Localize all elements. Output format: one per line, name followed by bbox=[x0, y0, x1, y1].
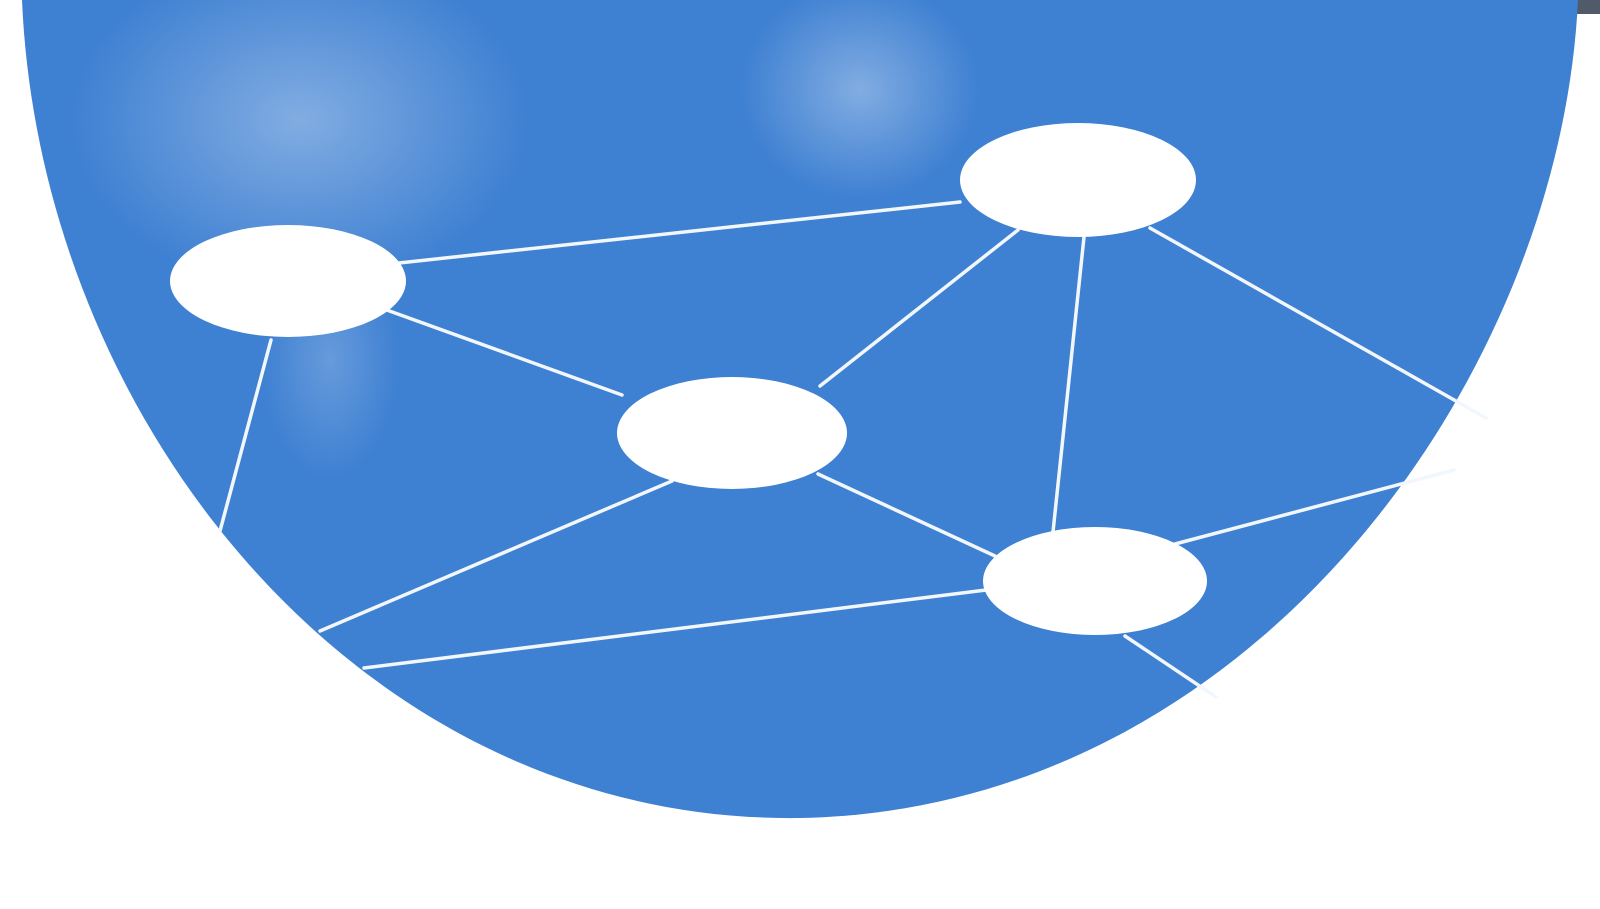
link-bottom-right-disc-edge-bottom bbox=[1123, 634, 1218, 699]
link-bottom-right-disc-edge-right bbox=[1173, 468, 1456, 546]
nodes bbox=[170, 123, 1207, 635]
node-left bbox=[170, 225, 406, 337]
glare bbox=[70, 0, 980, 480]
link-top-right-disc-edge bbox=[1148, 226, 1488, 420]
node-center bbox=[617, 377, 847, 489]
link-left-top-right bbox=[397, 200, 962, 265]
link-top-right-center bbox=[818, 228, 1020, 388]
link-center-bottom-right bbox=[816, 472, 997, 558]
link-left-disc-edge bbox=[218, 338, 273, 533]
links bbox=[218, 200, 1488, 699]
link-center-disc-edge bbox=[318, 479, 674, 633]
node-top-right bbox=[960, 123, 1196, 237]
link-bottom-right-disc-edge-left bbox=[362, 588, 988, 670]
link-top-right-bottom-right bbox=[1051, 235, 1086, 534]
node-bottom-right bbox=[983, 527, 1207, 635]
link-left-center bbox=[382, 307, 624, 397]
